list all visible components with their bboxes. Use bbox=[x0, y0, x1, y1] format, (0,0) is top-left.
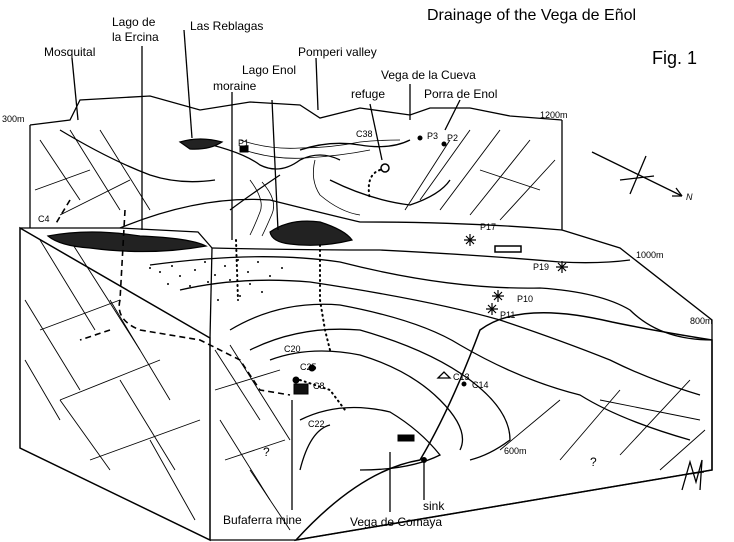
label-vega-de-la-cueva: Vega de la Cueva bbox=[381, 68, 476, 82]
back-left-wall-hatching bbox=[34, 129, 151, 216]
point-p19: P19 bbox=[533, 262, 549, 272]
lago-enol-lake bbox=[269, 220, 353, 246]
leader-lines bbox=[71, 29, 461, 512]
author-signature bbox=[681, 459, 705, 491]
label-pomperi-valley: Pomperi valley bbox=[298, 45, 377, 59]
elevation-600m: 600m bbox=[504, 446, 527, 456]
label-vega-de-comaya: Vega de Comaya bbox=[350, 515, 442, 529]
point-p11: P11 bbox=[500, 310, 515, 320]
point-p1: P1 bbox=[238, 138, 249, 148]
left-wall-hatching bbox=[24, 239, 201, 521]
cave-c14: C14 bbox=[472, 380, 489, 390]
label-porra-de-enol: Porra de Enol bbox=[424, 87, 497, 101]
drainage-paths bbox=[54, 169, 381, 411]
figure-label: Fig. 1 bbox=[652, 48, 697, 68]
label-bufaferra-mine: Bufaferra mine bbox=[223, 513, 302, 527]
block-outline bbox=[19, 95, 713, 542]
cave-c13: C13 bbox=[453, 372, 470, 382]
label-moraine: moraine bbox=[213, 79, 257, 93]
moraine-stipple bbox=[149, 259, 283, 301]
pit-wall-hatching bbox=[214, 344, 291, 531]
point-p3: P3 bbox=[427, 131, 438, 141]
cave-c38: C38 bbox=[356, 129, 373, 139]
terrain-contours bbox=[59, 129, 713, 471]
river-channels bbox=[239, 139, 401, 237]
right-back-wall-hatching bbox=[404, 129, 556, 221]
label-sink: sink bbox=[423, 499, 445, 513]
label-lago-enol: Lago Enol bbox=[242, 63, 296, 77]
label-mosquital: Mosquital bbox=[44, 45, 95, 59]
elevation-1000m: 1000m bbox=[636, 250, 664, 260]
cave-c4: C4 bbox=[38, 214, 50, 224]
cave-c8: C8 bbox=[313, 381, 325, 391]
point-p2: P2 bbox=[447, 133, 458, 143]
star-markers bbox=[464, 234, 568, 315]
label-question-right: ? bbox=[590, 455, 597, 469]
point-p17: P17 bbox=[480, 222, 496, 232]
diagram-title: Drainage of the Vega de Eñol bbox=[427, 7, 636, 24]
elevation-1200m: 1200m bbox=[540, 110, 568, 120]
point-p10: P10 bbox=[517, 294, 533, 304]
label-lago-ercina-line2: la Ercina bbox=[112, 30, 159, 44]
survey-symbols bbox=[239, 135, 522, 463]
cave-c25: C25 bbox=[300, 362, 317, 372]
compass-north-label: N bbox=[686, 192, 693, 202]
label-refuge: refuge bbox=[351, 87, 385, 101]
lago-de-la-ercina-lake bbox=[46, 231, 208, 253]
las-reblagas-pond bbox=[178, 138, 224, 150]
label-lago-ercina-line1: Lago de bbox=[112, 15, 156, 29]
elevation-300m: 300m bbox=[2, 114, 25, 124]
elevation-800m: 800m bbox=[690, 316, 713, 326]
cave-c22: C22 bbox=[308, 419, 325, 429]
label-las-reblagas: Las Reblagas bbox=[190, 19, 263, 33]
north-compass-icon: N bbox=[591, 151, 693, 202]
right-wall-hatching bbox=[499, 379, 706, 471]
cave-c20: C20 bbox=[284, 344, 301, 354]
label-question-left: ? bbox=[263, 445, 270, 459]
